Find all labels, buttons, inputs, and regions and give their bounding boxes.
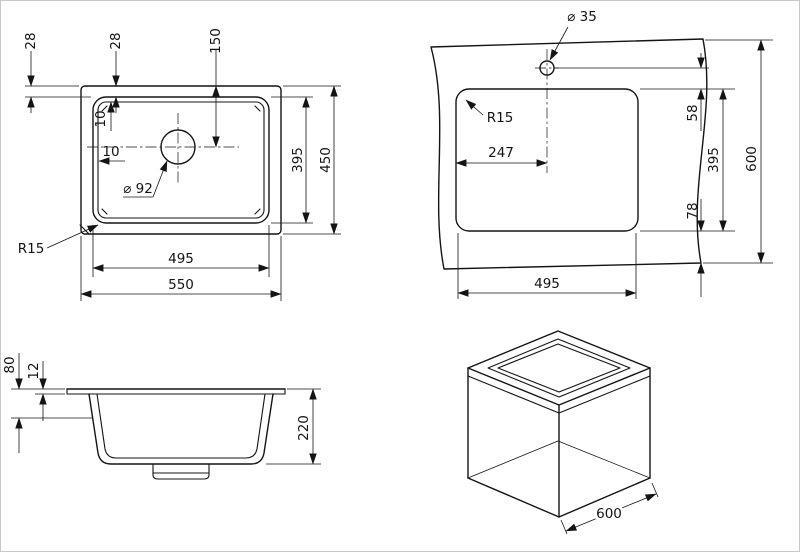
top-view: 28 28 150 10 10 395: [18, 28, 341, 301]
dim-hole-to-cutout: 58: [685, 53, 705, 131]
dim-overall-depth: 450: [283, 85, 341, 235]
cutout-radius-callout: R15: [465, 99, 514, 126]
label-corner-radius: R15: [18, 241, 45, 257]
dim-text-rim-left: 28: [23, 32, 39, 49]
dim-flange-thickness: 12: [26, 361, 65, 421]
dim-text-inset-h: 10: [102, 144, 119, 160]
dim-inset-vertical: 10: [93, 101, 115, 131]
dim-inset-horizontal: 10: [98, 144, 125, 165]
dim-text-cutout-width: 495: [534, 276, 560, 292]
cutout-view: ⌀ 35 R15 247 58 395 78: [430, 9, 773, 299]
dim-text-overall-depth: 450: [318, 147, 334, 173]
cabinet-inner-edges: [467, 440, 651, 479]
countertop-outline: [430, 38, 708, 270]
dim-bowl-depth: 395: [271, 96, 313, 224]
dim-hole-offset-x: 247: [455, 145, 548, 167]
dim-rim-top: 28: [108, 32, 124, 113]
dim-text-bottom-gap: 78: [685, 202, 701, 219]
iso-view: 600: [467, 330, 659, 535]
dim-text-bowl-depth: 395: [290, 147, 306, 173]
drain-diameter-callout: ⌀ 92: [123, 160, 168, 198]
dim-text-rim-drop: 80: [2, 356, 18, 373]
dim-text-counter-depth: 600: [744, 146, 760, 172]
dim-bowl-width: 495: [92, 225, 270, 277]
dim-text-hole-to-cutout: 58: [685, 104, 701, 121]
dim-rim-left: 28: [23, 32, 91, 113]
side-view: 80 12 220: [2, 353, 321, 480]
label-drain-diameter: ⌀ 92: [123, 181, 153, 197]
dim-text-overall-width: 550: [168, 277, 194, 293]
bowl-inner-wall: [96, 393, 266, 459]
bowl-outer-wall: [88, 393, 274, 465]
label-hole-diameter: ⌀ 35: [567, 9, 597, 25]
drain-stub: [152, 463, 210, 480]
dim-text-bowl-width: 495: [168, 251, 194, 267]
dim-bowl-depth-side: 220: [266, 388, 321, 465]
cabinet-top-face: [467, 330, 651, 406]
dim-counter-depth: 600: [744, 39, 765, 264]
dim-text-rim-top: 28: [108, 32, 124, 49]
cabinet-edges: [467, 367, 651, 518]
label-cutout-radius: R15: [487, 110, 514, 126]
dim-cabinet-width: 600: [560, 482, 659, 535]
bowl-rim-outer: [92, 96, 270, 224]
dim-cutout-bottom-gap: 78: [685, 199, 705, 297]
dim-cutout-depth: 395: [706, 88, 727, 232]
dim-text-drain-offset: 150: [208, 28, 224, 54]
hole-diameter-callout: ⌀ 35: [549, 9, 597, 61]
dim-rim-drop: 80: [2, 353, 93, 453]
dim-text-flange: 12: [26, 362, 42, 379]
extension-lines-right: [555, 39, 773, 264]
dim-cutout-width: 495: [457, 233, 637, 299]
bowl-rim-inner: [97, 101, 265, 219]
corner-radius-callout: R15: [18, 224, 99, 257]
dim-text-hole-offset-x: 247: [488, 145, 514, 161]
cutout-ring-inner: [497, 343, 621, 393]
sink-outer-outline: [80, 85, 282, 235]
dim-overall-width: 550: [80, 236, 282, 301]
dim-drain-offset: 150: [208, 28, 224, 148]
dim-text-inset-v: 10: [93, 110, 109, 127]
dim-text-cutout-depth: 395: [706, 147, 722, 173]
cutout-ring-outer: [487, 338, 631, 398]
dim-text-depth: 220: [296, 415, 312, 441]
dim-text-cabinet-width: 600: [596, 506, 622, 522]
